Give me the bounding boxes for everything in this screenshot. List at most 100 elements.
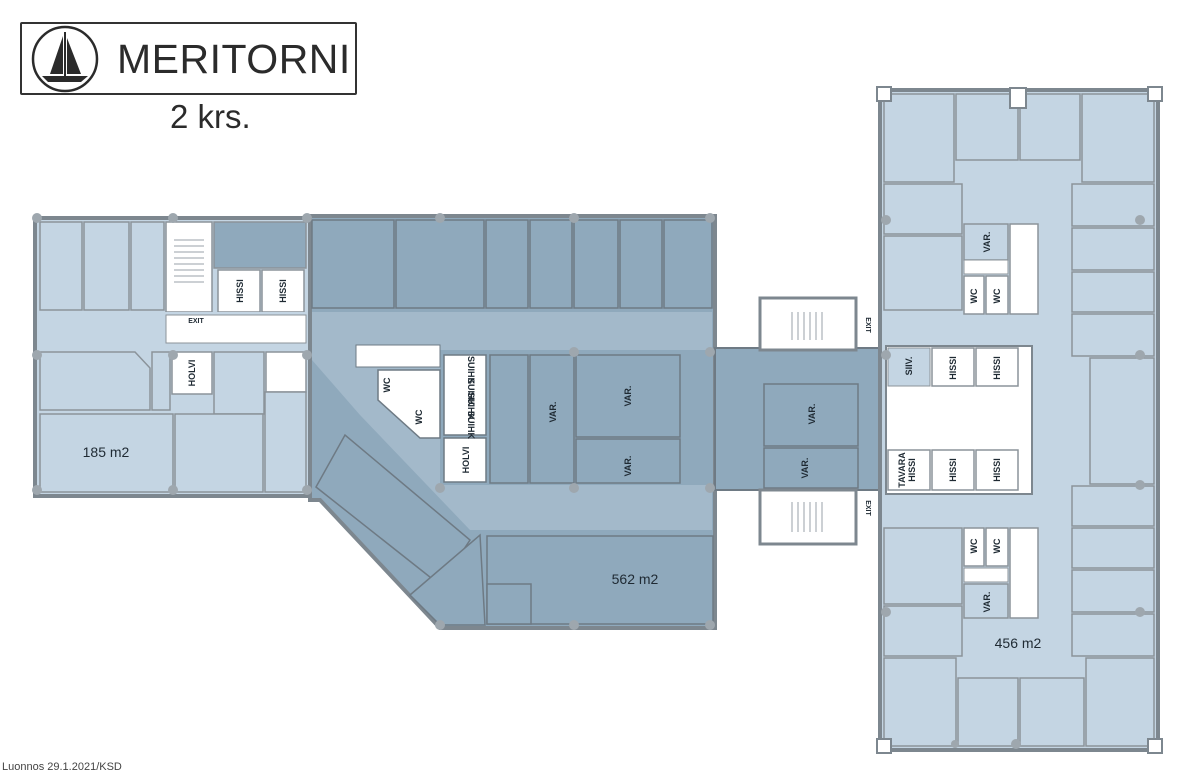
connector — [714, 296, 886, 546]
room-labels: HISSI HISSI HOLVI EXIT WC WC SUIHK SUIHK… — [187, 232, 1002, 613]
room — [1071, 271, 1155, 313]
room — [151, 351, 171, 411]
room-dark — [213, 221, 307, 269]
label-holvi: HOLVI — [461, 447, 471, 474]
room — [315, 433, 471, 587]
room — [883, 183, 963, 235]
wc-block — [377, 369, 441, 439]
area-labels: 185 m2 562 m2 456 m2 — [83, 444, 1042, 651]
label-suihk: SUIHK — [466, 411, 476, 440]
room — [39, 221, 83, 311]
room — [264, 391, 307, 493]
room — [883, 93, 955, 183]
label-wc: WC — [414, 409, 424, 424]
shaft — [355, 344, 441, 368]
corner-column — [876, 86, 892, 102]
label-exit: EXIT — [864, 317, 871, 333]
area-west: 185 m2 — [83, 444, 130, 460]
room — [1089, 357, 1155, 485]
stairwell — [165, 221, 213, 313]
label-var: VAR. — [982, 232, 992, 253]
label-tavara: TAVARA — [897, 452, 907, 488]
label-hissi: HISSI — [992, 356, 1002, 380]
room — [1071, 613, 1155, 657]
sailboat-icon — [31, 25, 99, 93]
room — [619, 219, 663, 309]
brand-name: MERITORNI — [117, 36, 351, 82]
room — [1085, 657, 1155, 747]
stair-steps — [174, 239, 204, 283]
wc-fixture — [963, 567, 1009, 583]
label-wc: WC — [969, 538, 979, 553]
label-suihk: SUIHK — [466, 356, 476, 385]
room — [83, 221, 130, 311]
room — [130, 221, 165, 311]
exit-lobby — [165, 314, 307, 344]
room — [1071, 527, 1155, 569]
label-wc: WC — [382, 377, 392, 392]
label-wc: WC — [992, 288, 1002, 303]
stairwell — [758, 296, 858, 352]
room — [1081, 93, 1155, 183]
stair-steps — [791, 312, 823, 532]
room — [1019, 677, 1085, 747]
wc — [985, 275, 1009, 315]
label-hissi: HISSI — [948, 458, 958, 482]
room — [311, 219, 395, 309]
freight-elevator — [887, 449, 931, 491]
room — [529, 219, 573, 309]
room — [1071, 227, 1155, 271]
room — [1071, 569, 1155, 613]
storage — [963, 223, 1009, 261]
label-exit: EXIT — [864, 500, 871, 516]
elevator — [975, 449, 1019, 491]
room — [955, 93, 1019, 161]
stairwell — [758, 488, 858, 546]
label-hissi: HISSI — [235, 279, 245, 303]
room — [957, 677, 1019, 747]
wc-fixture — [963, 259, 1009, 275]
label-siiv: SIIV. — [904, 357, 914, 376]
storage — [963, 583, 1009, 619]
room — [213, 351, 265, 415]
elevator — [217, 269, 261, 313]
room — [408, 533, 486, 626]
corner-column — [876, 738, 892, 754]
room — [1071, 485, 1155, 527]
cleaning-room — [887, 347, 931, 387]
room — [883, 605, 963, 657]
west-wing — [33, 216, 312, 498]
label-wc: WC — [969, 288, 979, 303]
column — [1009, 87, 1027, 109]
label-hissi: HISSI — [278, 279, 288, 303]
structural-columns — [32, 213, 1145, 749]
storage — [763, 447, 859, 489]
elevator — [975, 347, 1019, 387]
storage — [529, 354, 575, 484]
area-center: 562 m2 — [612, 571, 659, 587]
vault — [443, 437, 487, 483]
room — [1019, 93, 1081, 161]
storage — [575, 354, 681, 438]
label-var: VAR. — [982, 592, 992, 613]
wc — [963, 275, 985, 315]
room — [174, 413, 264, 493]
tower — [876, 86, 1163, 754]
room — [486, 583, 532, 625]
room — [883, 657, 957, 747]
label-var: VAR. — [807, 404, 817, 425]
label-exit: EXIT — [188, 318, 204, 325]
label-var: VAR. — [623, 386, 633, 407]
vault — [171, 351, 213, 395]
label-wc: WC — [992, 538, 1002, 553]
storage — [575, 438, 681, 484]
room — [485, 219, 529, 309]
label-suihk: SUIHK — [466, 392, 476, 421]
shaft — [1009, 527, 1039, 619]
room — [1071, 313, 1155, 357]
label-var: VAR. — [800, 458, 810, 479]
label-holvi: HOLVI — [187, 360, 197, 387]
storage — [763, 383, 859, 447]
label-hissi: HISSI — [948, 356, 958, 380]
